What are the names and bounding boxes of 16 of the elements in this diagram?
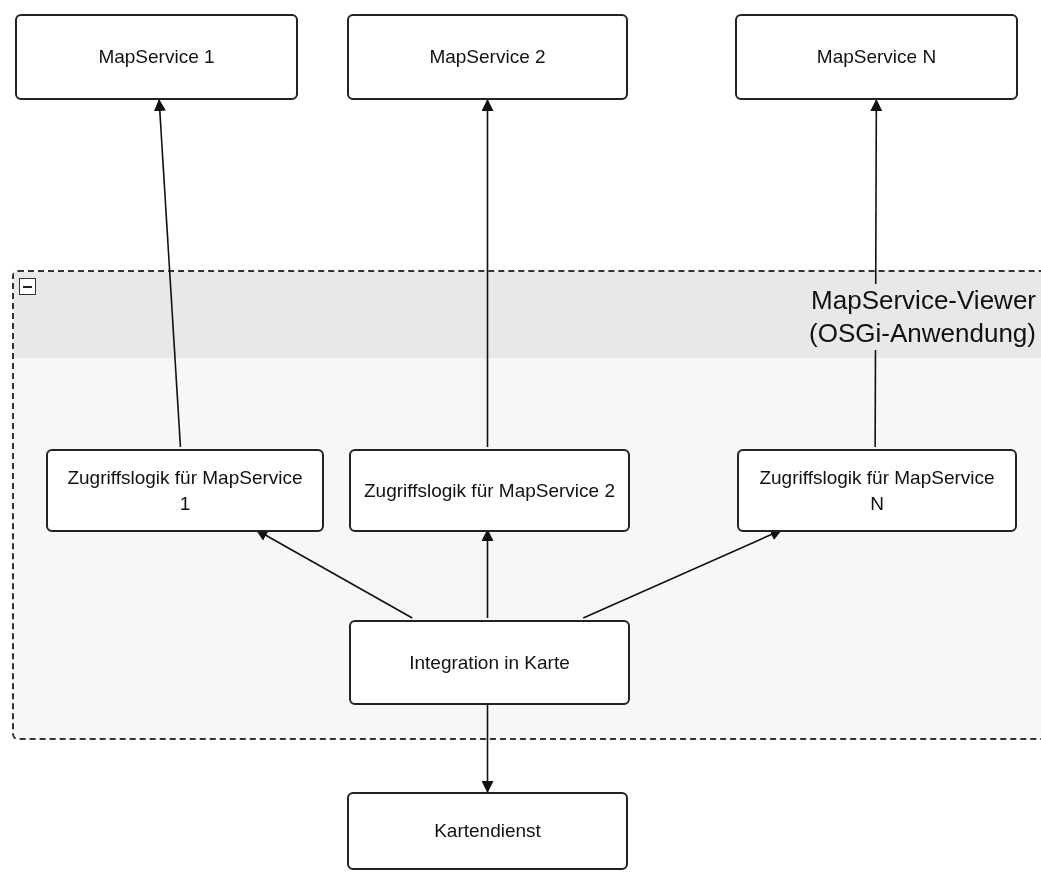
- arrow: [870, 99, 883, 448]
- process-box: Integration in Karte: [349, 620, 630, 705]
- process-box: MapService 2: [347, 14, 628, 100]
- arrow: [481, 702, 494, 793]
- arrow: [255, 529, 414, 619]
- arrow: [481, 99, 494, 448]
- process-box: Zugriffslogik für MapService 1: [46, 449, 324, 532]
- process-box: Zugriffslogik für MapService N: [737, 449, 1017, 532]
- arrow: [582, 529, 783, 619]
- arrow: [153, 99, 182, 448]
- arrow: [481, 529, 494, 619]
- process-box: MapService 1: [15, 14, 298, 100]
- process-box: Zugriffslogik für MapService 2: [349, 449, 630, 532]
- process-box: MapService N: [735, 14, 1018, 100]
- group-frame: [12, 270, 1041, 740]
- process-box: Kartendienst: [347, 792, 628, 870]
